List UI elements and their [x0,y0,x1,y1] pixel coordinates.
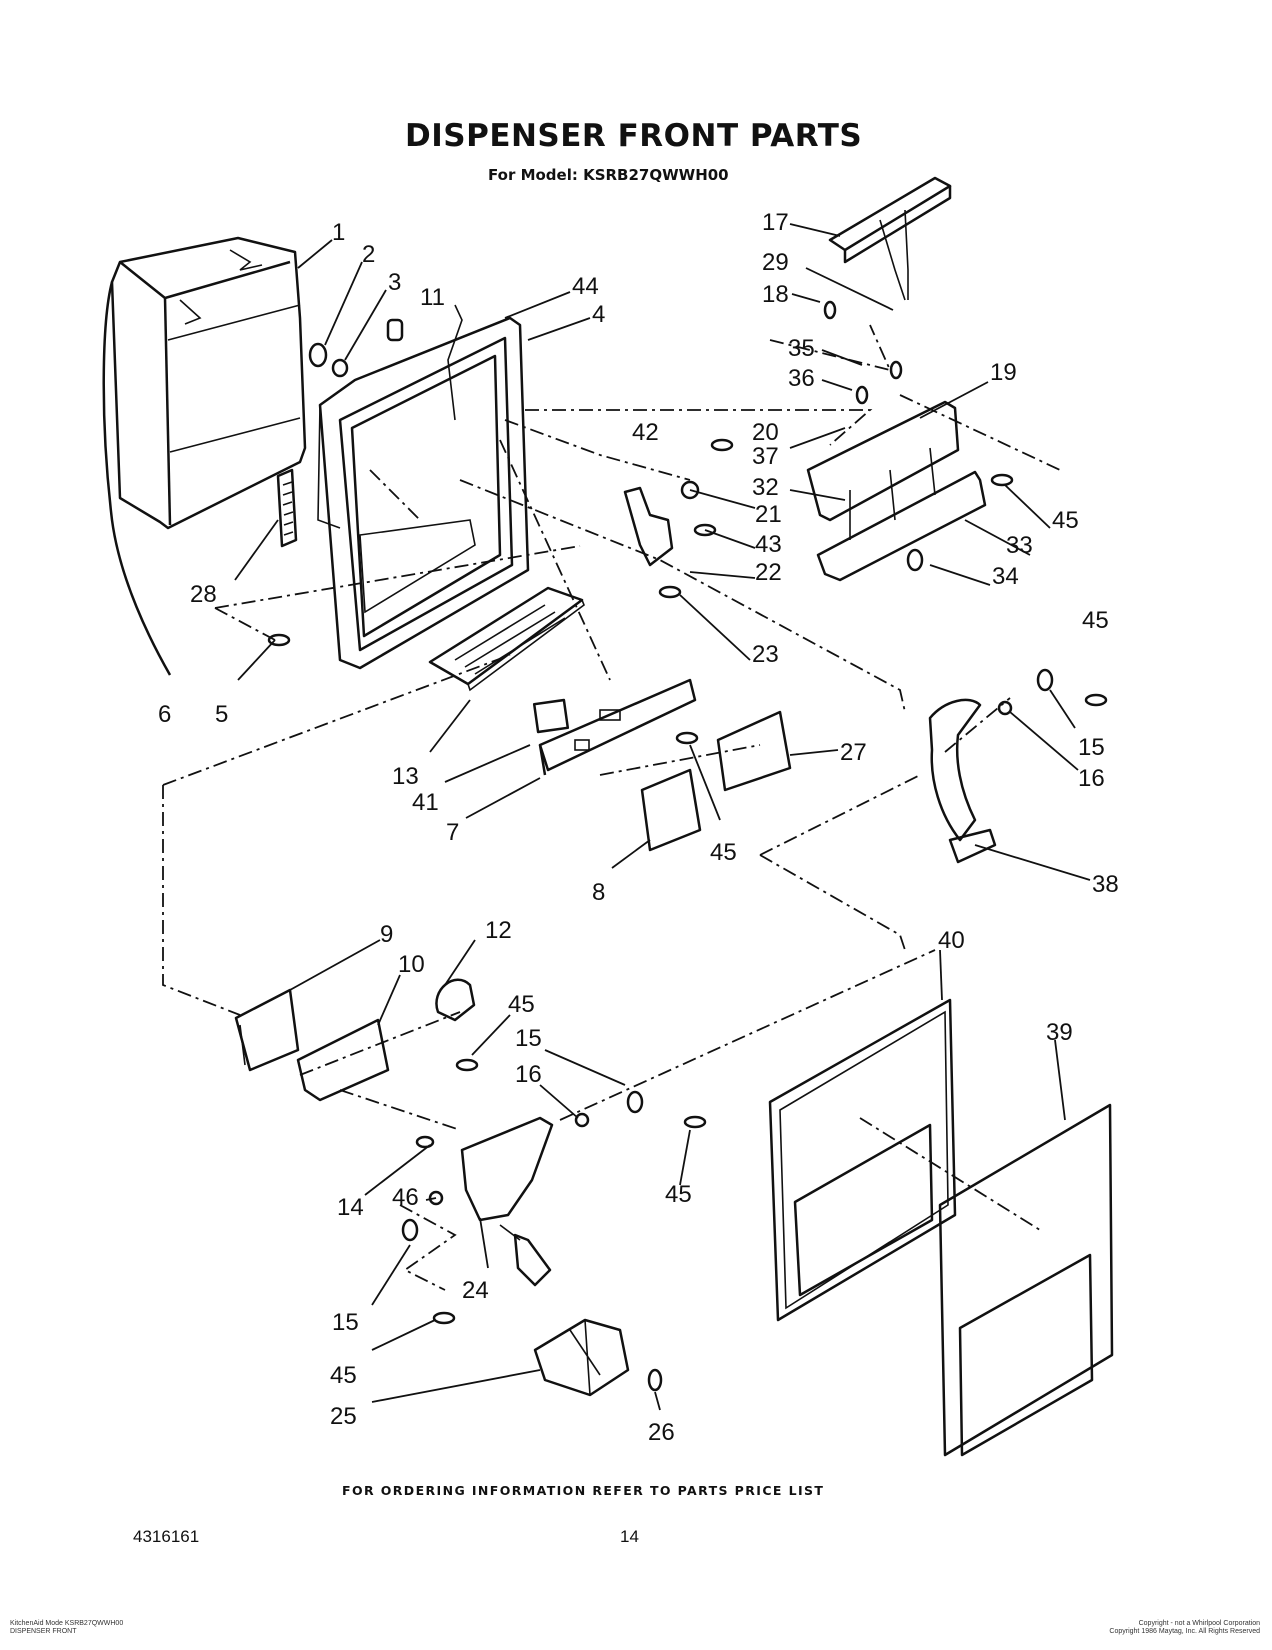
callout-11: 11 [420,284,445,311]
part-lower-left [234,978,476,1102]
fine-print-right-line-2: Copyright 1986 Maytag, Inc. All Rights R… [1109,1628,1260,1635]
callout-41: 41 [412,789,439,816]
callout-34: 34 [992,563,1019,590]
callout-5: 5 [215,701,228,728]
callout-10: 10 [398,951,425,978]
callout-9: 9 [380,921,393,948]
callout-39: 39 [1046,1019,1073,1046]
part-lower-bracket [460,1116,554,1287]
part-drip-tray [428,586,585,692]
callout-13: 13 [392,763,419,790]
callout-17: 17 [762,209,789,236]
callout-3: 3 [388,269,401,296]
fine-print-right: Copyright - not a Whirlpool Corporation … [1010,1620,1260,1636]
callout-15c: 15 [332,1309,359,1336]
part-housing [102,236,307,676]
assembly-lines [162,324,1061,1291]
callout-20: 20 [752,419,779,446]
callout-12: 12 [485,917,512,944]
part-control-bracket [532,678,697,776]
callout-7: 7 [446,819,459,846]
fine-print-left-line-1: KitchenAid Mode KSRB27QWWH00 [10,1620,124,1627]
callout-25: 25 [330,1403,357,1430]
page-number: 14 [620,1527,639,1546]
callout-4: 4 [592,301,605,328]
callout-45d: 45 [508,991,535,1018]
callout-45b: 45 [1082,607,1109,634]
callout-6: 6 [158,701,171,728]
part-front-panels [768,998,1114,1457]
callout-16: 16 [1078,765,1105,792]
callout-26: 26 [648,1419,675,1446]
model-subtitle: For Model: KSRB27QWWH00 [488,166,729,184]
callout-35: 35 [788,335,815,362]
callout-37: 37 [752,443,779,470]
fine-print-right-line-1: Copyright - not a Whirlpool Corporation [1138,1620,1260,1627]
callout-16b: 16 [515,1061,542,1088]
callout-19: 19 [990,359,1017,386]
callout-27: 27 [840,739,867,766]
callout-23: 23 [752,641,779,668]
callout-46: 46 [392,1184,419,1211]
leader-lines [234,223,1091,1411]
callout-44: 44 [572,273,599,300]
callout-18: 18 [762,281,789,308]
callout-45c: 45 [710,839,737,866]
callout-45f: 45 [330,1362,357,1389]
callout-15b: 15 [515,1025,542,1052]
callout-2: 2 [362,241,375,268]
part-cup [533,1318,630,1397]
part-channel [806,400,987,582]
callout-labels: 1 2 3 11 44 4 6 5 28 17 29 18 35 36 19 2… [158,209,1119,1446]
callout-21: 21 [755,501,782,528]
callout-28: 28 [190,581,217,608]
callout-14: 14 [337,1194,364,1221]
page-title: DISPENSER FRONT PARTS [405,118,863,154]
part-frame [317,304,530,670]
callout-36: 36 [788,365,815,392]
callout-45e: 45 [665,1181,692,1208]
callout-1: 1 [332,219,345,246]
part-grille [276,468,298,548]
callout-32: 32 [752,474,779,501]
callout-15: 15 [1078,734,1105,761]
fine-print-left: KitchenAid Mode KSRB27QWWH00 DISPENSER F… [10,1620,123,1636]
callout-45: 45 [1052,507,1079,534]
part-panels [640,710,792,852]
callout-43: 43 [755,531,782,558]
callout-33: 33 [1006,532,1033,559]
callout-40: 40 [938,927,965,954]
part-actuator-arm [928,698,997,864]
callout-42: 42 [632,419,659,446]
part-lever [623,486,674,567]
callout-24: 24 [462,1277,489,1304]
ordering-footer: FOR ORDERING INFORMATION REFER TO PARTS … [342,1483,825,1498]
callout-22: 22 [755,559,782,586]
part-small-fittings [308,318,404,378]
callout-38: 38 [1092,871,1119,898]
part-top-bar [828,176,952,301]
fine-print-left-line-2: DISPENSER FRONT [10,1628,77,1635]
document-number: 4316161 [133,1527,200,1546]
callout-8: 8 [592,879,605,906]
part-screws [267,300,1108,1392]
callout-29: 29 [762,249,789,276]
